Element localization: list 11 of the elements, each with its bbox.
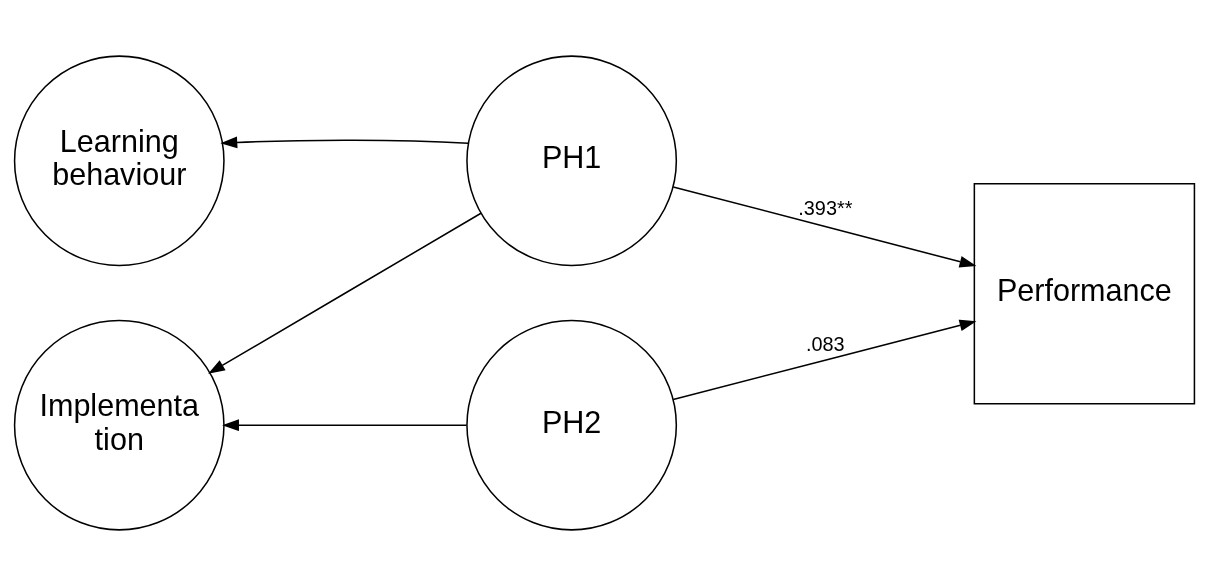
edge-label: .393** [798, 196, 853, 219]
node-circle: PH2 [466, 319, 678, 531]
node-box: Performance [973, 182, 1196, 405]
arrow [220, 136, 469, 149]
node-circle: Learning behaviour [13, 55, 225, 267]
arrow [672, 319, 977, 401]
node-circle: PH1 [466, 55, 678, 267]
edge-label: .083 [806, 332, 845, 355]
arrow [208, 212, 482, 374]
arrow [222, 419, 468, 432]
arrow [672, 186, 977, 268]
